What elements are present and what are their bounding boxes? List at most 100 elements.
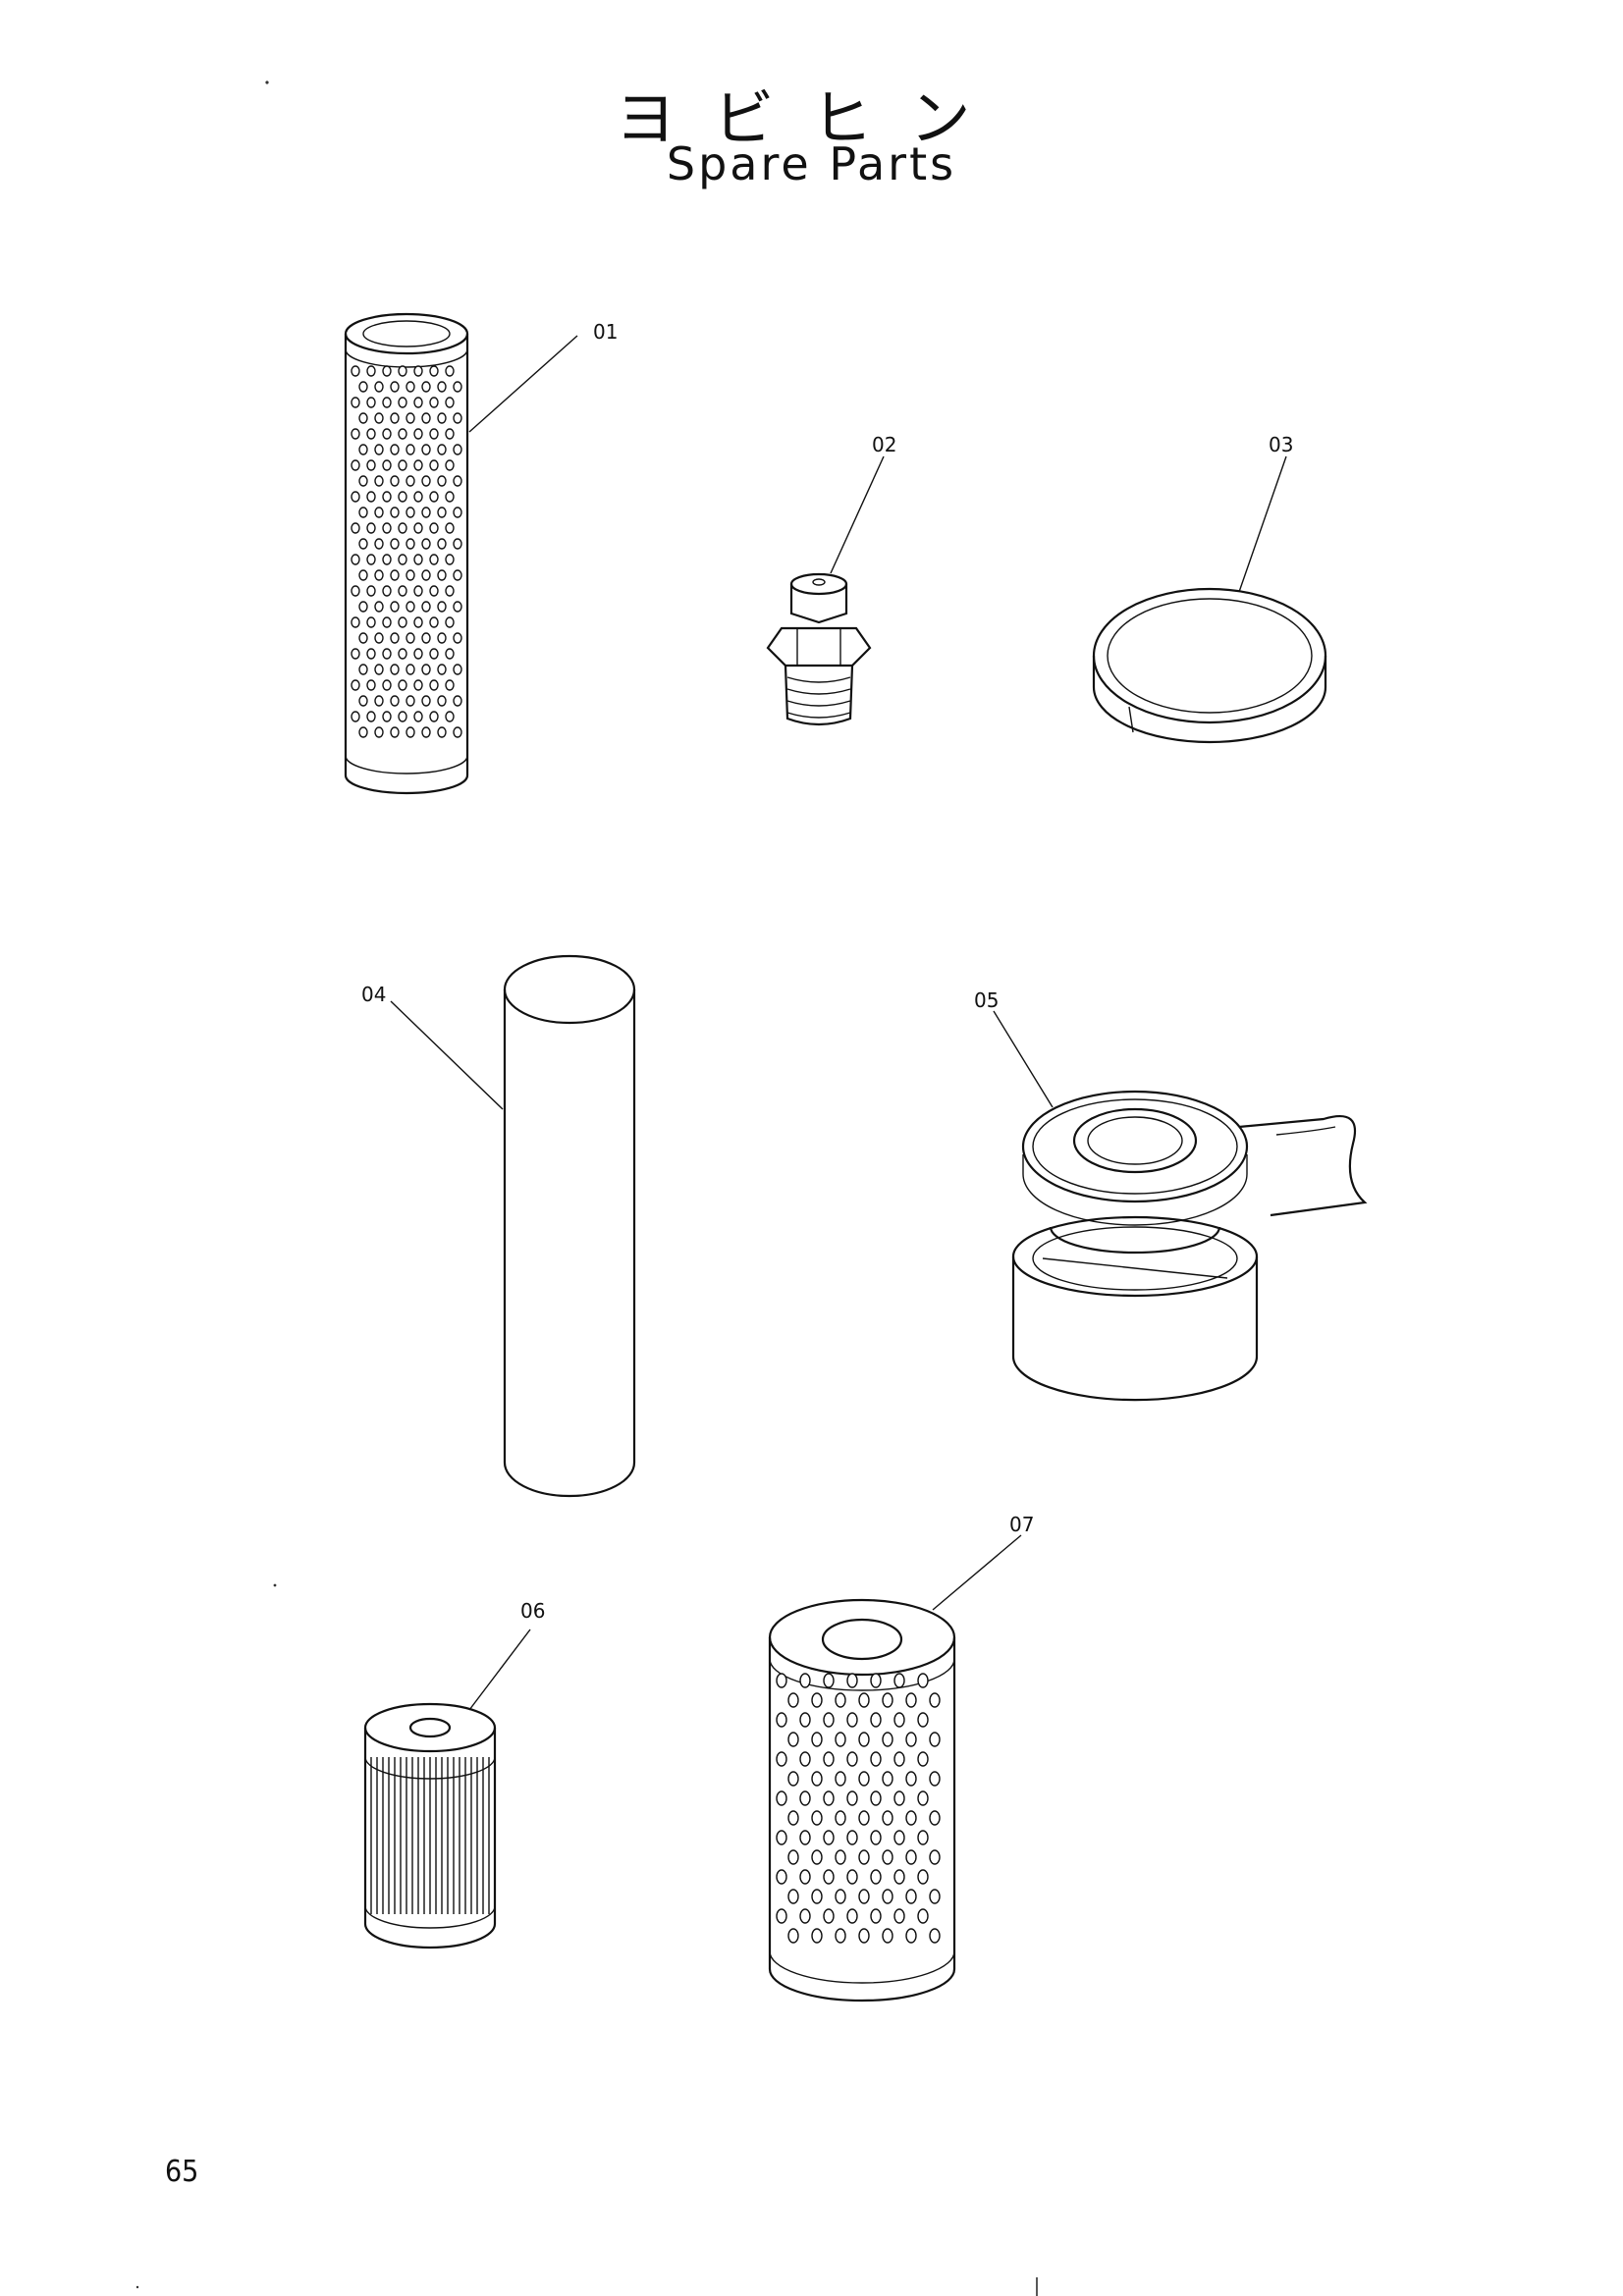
perforation-hole [799,1790,811,1806]
perforation-hole [846,1673,858,1688]
perforation-hole [453,601,462,613]
perforation-hole [366,679,376,691]
perforation-hole [429,522,439,534]
perforation-hole [846,1869,858,1885]
perforation-hole [882,1889,893,1904]
perforation-hole [846,1751,858,1767]
perforation-hole [929,1732,941,1747]
perforation-hole [445,648,455,660]
perforation-hole [846,1830,858,1845]
perforation-hole [453,695,462,707]
perforation-hole [374,381,384,393]
perforation-hole [358,538,368,550]
perforation-hole [929,1692,941,1708]
perforation-hole [870,1712,882,1728]
perforation-hole [811,1889,823,1904]
perforation-hole [799,1908,811,1924]
page-title-english: Spare Parts [666,137,957,190]
perforation-hole [453,664,462,675]
perforation-hole [917,1830,929,1845]
perforation-hole [382,428,392,440]
perforation-hole [799,1751,811,1767]
perforation-hole [366,711,376,722]
perforation-hole [406,412,415,424]
perforation-hole [429,365,439,377]
perforation-hole [917,1673,929,1688]
perforation-hole [390,632,400,644]
perforation-hole [390,507,400,518]
perforation-hole [823,1830,835,1845]
part-04-tube [503,954,636,1498]
perforation-hole [382,491,392,503]
part-07-perforations [776,1673,941,1944]
perforation-hole [905,1889,917,1904]
perforation-hole [858,1889,870,1904]
perforation-hole [437,601,447,613]
perforation-hole [858,1692,870,1708]
perforation-hole [398,365,407,377]
perforation-hole [453,507,462,518]
perforation-hole [453,569,462,581]
perforation-hole [358,475,368,487]
perforation-hole [870,1908,882,1924]
perforation-hole [870,1790,882,1806]
perforation-hole [893,1908,905,1924]
perforation-hole [374,664,384,675]
perforation-hole [858,1771,870,1787]
perforation-hole [776,1790,787,1806]
perforation-hole [787,1928,799,1944]
perforation-hole [398,428,407,440]
perforation-hole [351,522,360,534]
perforation-hole [787,1771,799,1787]
perforation-hole [374,538,384,550]
perforation-hole [823,1869,835,1885]
perforation-hole [374,444,384,455]
perforation-hole [351,397,360,408]
perforation-hole [905,1732,917,1747]
perforation-hole [358,695,368,707]
part-05-seal-tape-roll [1011,1090,1368,1402]
perforation-hole [787,1889,799,1904]
perforation-hole [811,1928,823,1944]
perforation-hole [811,1692,823,1708]
perforation-hole [858,1810,870,1826]
perforation-hole [358,726,368,738]
perforation-hole [870,1751,882,1767]
perforation-hole [882,1928,893,1944]
perforation-hole [846,1908,858,1924]
perforation-hole [453,444,462,455]
perforation-hole [835,1810,846,1826]
page-number: 65 [165,2155,199,2189]
perforation-hole [398,616,407,628]
perforation-hole [366,397,376,408]
perforation-hole [870,1673,882,1688]
perforation-hole [390,601,400,613]
perforation-hole [351,679,360,691]
perforation-hole [413,365,423,377]
perforation-hole [358,664,368,675]
perforation-hole [390,569,400,581]
perforation-hole [453,412,462,424]
perforation-hole [823,1751,835,1767]
callout-05: 05 [974,988,999,1012]
perforation-hole [811,1771,823,1787]
perforation-hole [421,538,431,550]
perforation-hole [358,632,368,644]
perforation-hole [437,412,447,424]
perforation-hole [366,522,376,534]
perforation-hole [351,648,360,660]
perforation-hole [421,664,431,675]
perforation-hole [445,679,455,691]
perforation-hole [917,1751,929,1767]
perforation-hole [429,428,439,440]
perforation-hole [429,554,439,565]
perforation-hole [382,585,392,597]
callout-07: 07 [1009,1513,1034,1536]
perforation-hole [421,569,431,581]
leader-line-05 [993,1010,1054,1108]
perforation-hole [366,365,376,377]
perforation-hole [776,1673,787,1688]
perforation-hole [374,601,384,613]
perforation-hole [382,554,392,565]
perforation-hole [421,695,431,707]
